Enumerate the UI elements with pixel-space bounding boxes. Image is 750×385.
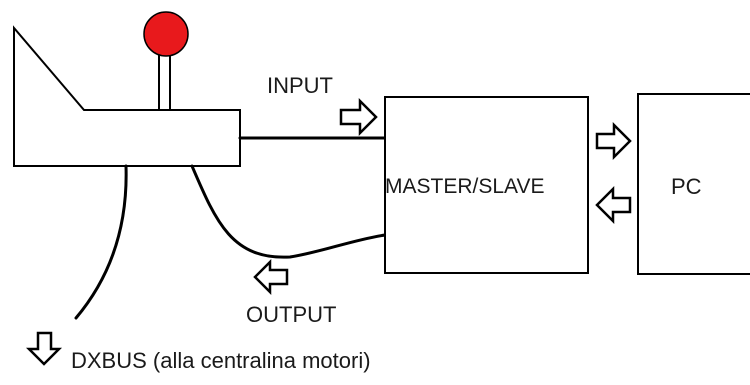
master-slave-label: MASTER/SLAVE <box>385 175 545 198</box>
joystick-base <box>13 25 241 167</box>
master-slave-box <box>384 96 589 274</box>
dxbus-arrow-icon <box>25 331 63 366</box>
pc-box <box>637 93 750 275</box>
connections <box>74 136 387 320</box>
from-pc-arrow-icon <box>595 185 632 225</box>
output-label: OUTPUT <box>246 302 337 327</box>
input-label: INPUT <box>267 73 333 98</box>
output-cable <box>190 164 387 259</box>
pc-label: PC <box>671 174 702 199</box>
dxbus-cable <box>74 164 128 320</box>
input-arrow-icon <box>339 97 378 137</box>
joystick-knob <box>143 11 189 57</box>
to-pc-arrow-icon <box>595 121 632 161</box>
output-arrow-icon <box>253 258 289 296</box>
joystick-icon <box>13 11 241 167</box>
dxbus-label: DXBUS (alla centralina motori) <box>71 348 371 373</box>
